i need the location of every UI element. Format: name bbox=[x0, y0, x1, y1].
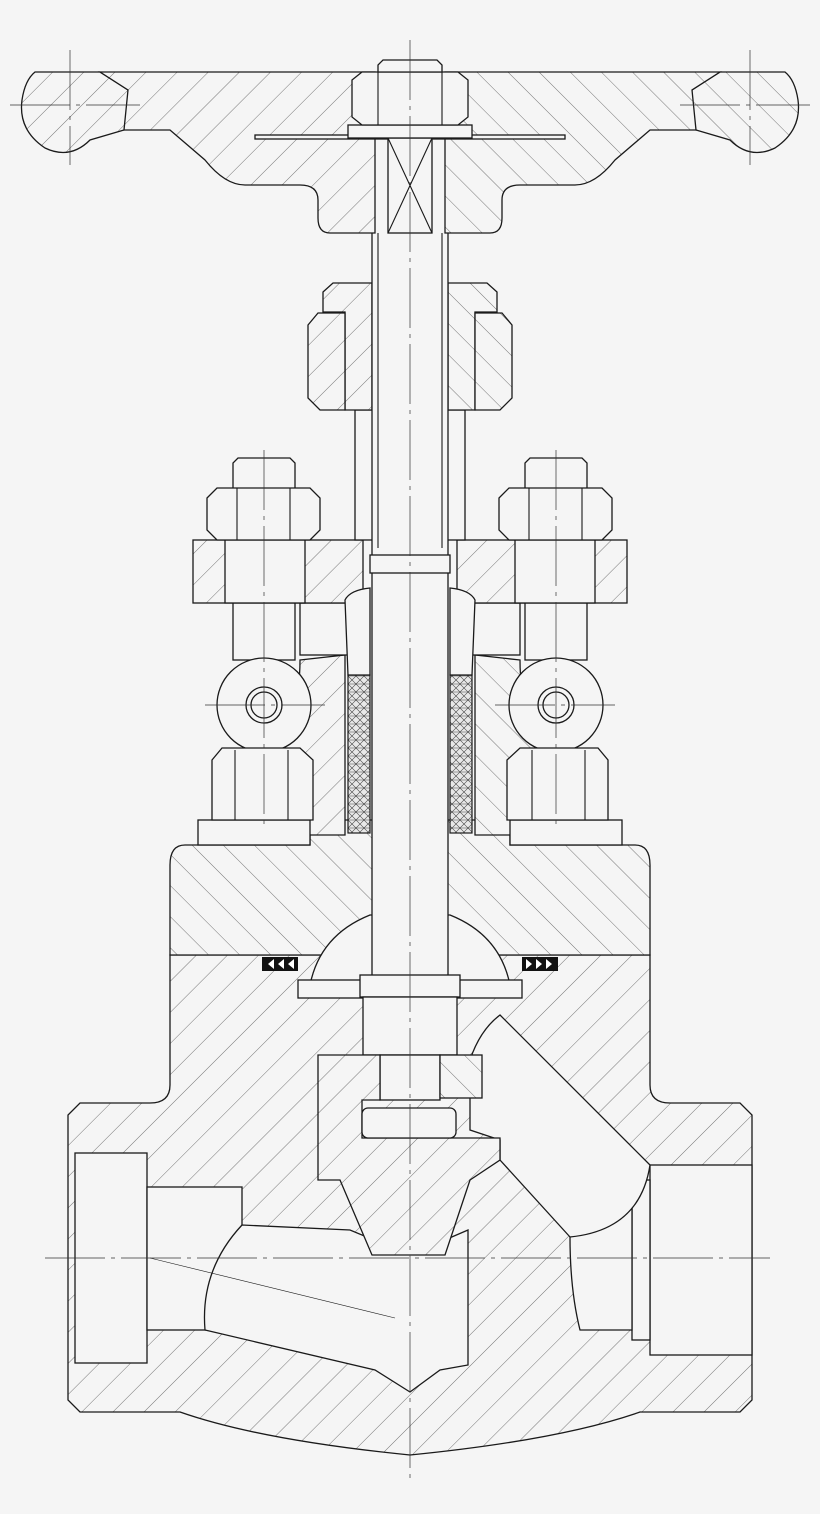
gland-studs bbox=[206, 457, 613, 541]
right-packing bbox=[449, 674, 473, 834]
lower-nuts bbox=[197, 747, 623, 846]
centerlines bbox=[10, 40, 810, 1480]
disc bbox=[317, 1054, 501, 1256]
flow-passage bbox=[203, 1224, 469, 1393]
yoke bbox=[269, 602, 551, 836]
gland-flange bbox=[192, 539, 628, 604]
handwheel bbox=[20, 59, 800, 234]
left-packing bbox=[347, 674, 371, 834]
right-port bbox=[649, 1164, 753, 1356]
